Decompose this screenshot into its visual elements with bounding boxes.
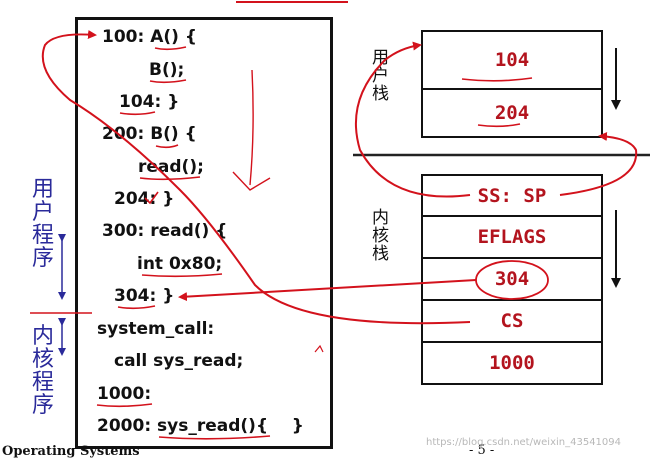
code-line-200: 200: B() { [102, 124, 197, 144]
code-line-call-b: B(); [149, 60, 185, 80]
code-line-call-read: read(); [138, 157, 204, 177]
user-stack-cell-204: 204 [421, 88, 603, 138]
code-line-300: 300: read() { [102, 221, 228, 241]
footer-course: Operating Systems [2, 444, 140, 459]
kernel-stack-cell-1000: 1000 [421, 341, 603, 385]
code-line-call-sys-read: call sys_read; [114, 351, 244, 371]
kernel-stack-cell-ss-sp: SS: SP [421, 174, 603, 217]
kernel-stack-cell-cs: CS [421, 299, 603, 343]
footer-watermark: https://blog.csdn.net/weixin_43541094 [426, 437, 622, 448]
code-line-100: 100: A() { [102, 27, 197, 47]
code-line-2000: 2000: sys_read(){ } [97, 416, 304, 436]
code-line-int: int 0x80; [137, 254, 223, 274]
kernel-stack-cell-eflags: EFLAGS [421, 215, 603, 259]
code-line-1000: 1000: [97, 384, 152, 404]
user-stack-label: 用 户 栈 [372, 48, 389, 104]
kernel-stack-label: 内 核 栈 [372, 208, 389, 264]
code-line-304: 304: } [114, 286, 175, 306]
kernel-program-label: 内 核 程 序 [32, 324, 55, 419]
code-line-system-call: system_call: [97, 319, 215, 339]
user-stack-cell-104: 104 [421, 30, 603, 90]
code-line-204: 204: } [114, 189, 175, 209]
footer-page-number: - 5 - [469, 443, 495, 458]
kernel-stack-cell-304: 304 [421, 257, 603, 301]
user-program-label: 用 户 程 序 [32, 177, 55, 272]
code-line-104: 104: } [119, 92, 180, 112]
